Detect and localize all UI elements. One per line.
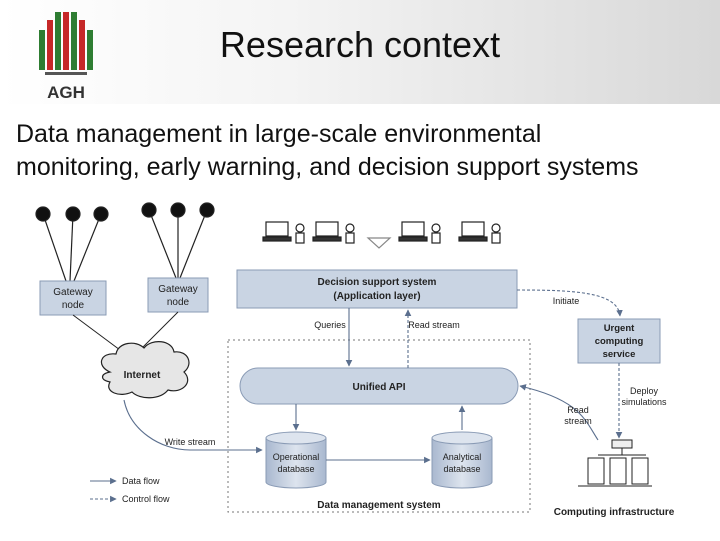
deploy-label-line-2: simulations xyxy=(621,397,667,407)
initiate-label: Initiate xyxy=(553,296,580,306)
svg-text:Unified API: Unified API xyxy=(353,382,406,393)
dms-frame xyxy=(227,339,531,513)
svg-text:node: node xyxy=(62,300,85,311)
analytical-database: Analytical database xyxy=(431,431,493,489)
read-stream-right-arrow xyxy=(519,384,599,441)
svg-text:database: database xyxy=(443,464,480,474)
client-computers-icon xyxy=(262,221,501,249)
urgent-computing-service-box: Urgent computing service xyxy=(577,318,661,364)
svg-text:database: database xyxy=(277,464,314,474)
sensor-network-right xyxy=(141,202,215,279)
svg-text:Operational: Operational xyxy=(273,452,320,462)
svg-text:Gateway: Gateway xyxy=(53,287,92,298)
operational-database: Operational database xyxy=(265,431,327,489)
agh-logo: AGH xyxy=(36,10,96,102)
slide-title: Research context xyxy=(219,24,501,65)
write-stream-arrow xyxy=(123,399,263,454)
svg-text:service: service xyxy=(603,349,636,360)
svg-text:computing: computing xyxy=(595,336,644,347)
slide-subtitle: Data management in large-scale environme… xyxy=(16,118,706,184)
internet-cloud-icon: Internet xyxy=(100,341,190,399)
read-stream-right-line-1: Read xyxy=(567,405,589,415)
decision-support-system-box: Decision support system (Application lay… xyxy=(236,269,518,309)
sensor-network-left xyxy=(35,206,109,282)
agh-emblem-icon xyxy=(39,12,93,75)
read-stream-right-line-2: stream xyxy=(564,416,592,426)
architecture-diagram: Gateway node Gateway node Internet xyxy=(0,196,720,536)
logo-text: AGH xyxy=(47,83,85,102)
computing-infrastructure-label: Computing infrastructure xyxy=(554,507,675,518)
svg-text:Decision support system: Decision support system xyxy=(318,277,437,288)
queries-label: Queries xyxy=(314,320,346,330)
legend-data-flow-label: Data flow xyxy=(122,476,160,486)
dms-label: Data management system xyxy=(317,500,440,511)
svg-text:Urgent: Urgent xyxy=(604,323,635,334)
gateway-node-right: Gateway node xyxy=(147,277,209,313)
write-stream-label: Write stream xyxy=(165,437,216,447)
svg-text:Gateway: Gateway xyxy=(158,284,197,295)
deploy-label-line-1: Deploy xyxy=(630,386,659,396)
initiate-arrow xyxy=(516,289,623,317)
svg-text:node: node xyxy=(167,297,190,308)
server-cluster-icon xyxy=(578,439,652,487)
subtitle-line-1: Data management in large-scale environme… xyxy=(16,120,542,148)
unified-api-box: Unified API xyxy=(239,367,519,405)
svg-text:(Application layer): (Application layer) xyxy=(333,291,420,302)
slide-header xyxy=(0,0,720,104)
read-stream-top-label: Read stream xyxy=(408,320,460,330)
subtitle-line-2: monitoring, early warning, and decision … xyxy=(16,153,639,181)
svg-text:Analytical: Analytical xyxy=(443,452,482,462)
gateway-node-left: Gateway node xyxy=(39,280,107,316)
svg-text:Internet: Internet xyxy=(124,370,161,381)
legend-control-flow-label: Control flow xyxy=(122,494,170,504)
